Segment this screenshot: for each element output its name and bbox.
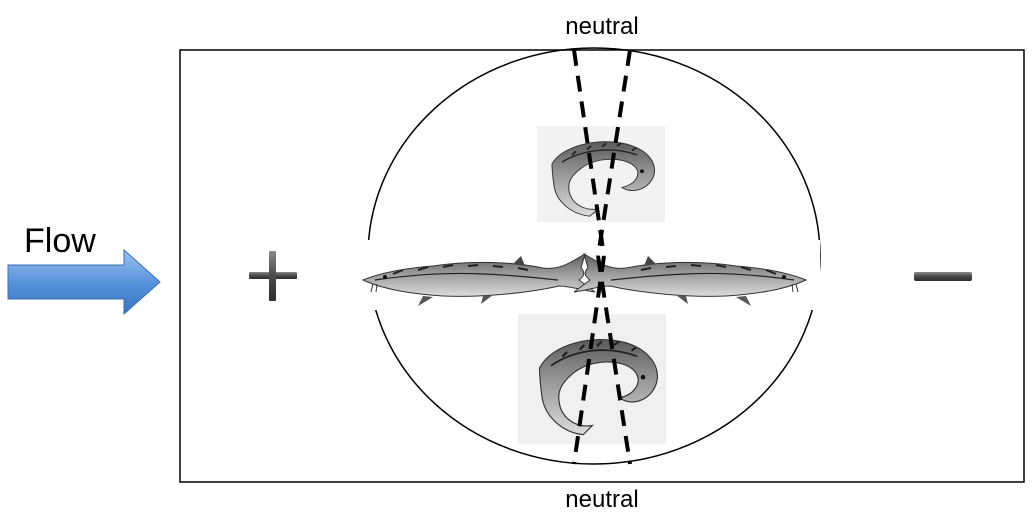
neutral-line-bottom-right	[596, 255, 632, 465]
tank-outline	[179, 49, 1025, 483]
neutral-label-bottom: neutral	[565, 486, 639, 513]
minus-sign-icon	[914, 272, 972, 281]
neutral-zone-lines	[572, 49, 632, 465]
plus-sign-icon	[249, 251, 297, 301]
neutral-line-top-right	[596, 49, 632, 257]
flow-arrow-icon	[7, 248, 161, 316]
neutral-line-bottom-left	[572, 255, 606, 465]
neutral-label-top: neutral	[565, 13, 639, 40]
neutral-line-top-left	[572, 49, 606, 257]
flow-label: Flow	[24, 222, 96, 260]
